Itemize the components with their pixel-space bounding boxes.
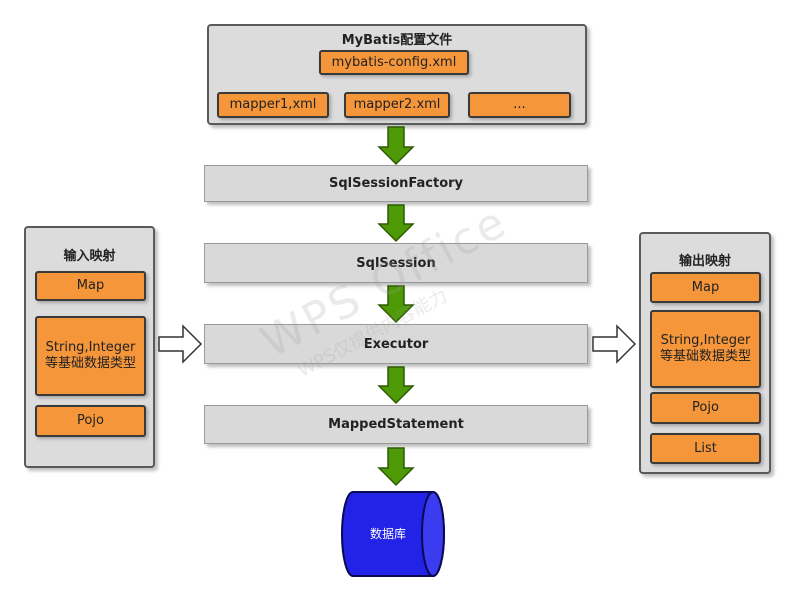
- input-mapping-title: 输入映射: [63, 249, 116, 264]
- output-list-box: List: [650, 433, 761, 464]
- arrow-down-icon: [377, 285, 415, 324]
- mapper-box-more: ...: [468, 92, 571, 118]
- mappedstatement-bar: MappedStatement: [204, 405, 588, 444]
- arrow-down-icon: [377, 126, 415, 166]
- output-pojo-box: Pojo: [650, 392, 761, 424]
- output-map-box: Map: [650, 272, 761, 303]
- output-basic-types-box: String,Integer 等基础数据类型: [650, 310, 761, 388]
- executor-bar: Executor: [204, 324, 588, 364]
- input-pojo-box: Pojo: [35, 405, 146, 437]
- input-mapping-group: 输入映射 Map String,Integer 等基础数据类型 Pojo: [24, 226, 155, 468]
- sqlsession-bar: SqlSession: [204, 243, 588, 283]
- mapper-box-1: mapper1,xml: [217, 92, 329, 118]
- input-map-box: Map: [35, 271, 146, 301]
- input-basic-types-box: String,Integer 等基础数据类型: [35, 316, 146, 396]
- database-icon: [341, 491, 445, 577]
- arrow-down-icon: [377, 204, 415, 243]
- output-mapping-title: 输出映射: [678, 254, 731, 269]
- sqlsessionfactory-bar: SqlSessionFactory: [204, 165, 588, 202]
- config-group-title: MyBatis配置文件: [341, 33, 453, 48]
- config-group: MyBatis配置文件 mybatis-config.xml mapper1,x…: [207, 24, 587, 125]
- arrow-right-icon: [592, 324, 637, 364]
- mapper-box-2: mapper2.xml: [344, 92, 450, 118]
- output-mapping-group: 输出映射 Map String,Integer 等基础数据类型 Pojo Lis…: [639, 232, 771, 474]
- config-file-box: mybatis-config.xml: [319, 50, 469, 75]
- database-label: 数据库: [369, 527, 406, 541]
- arrow-down-icon: [377, 447, 415, 487]
- arrow-down-icon: [377, 366, 415, 405]
- arrow-right-icon: [158, 324, 203, 364]
